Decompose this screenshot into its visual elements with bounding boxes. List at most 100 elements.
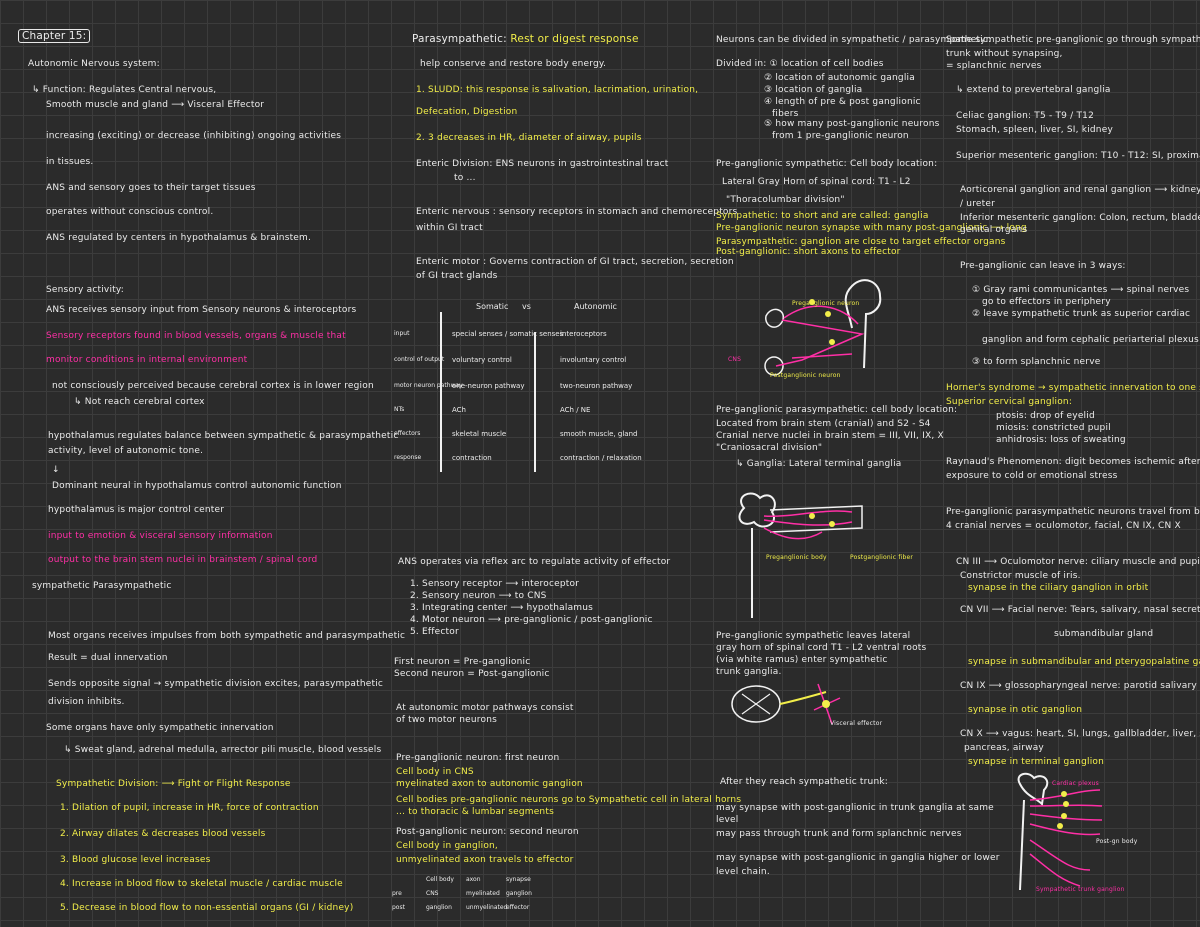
text-line: Sends opposite signal → sympathetic divi… bbox=[48, 679, 384, 689]
text-line: may pass through trunk and form splanchn… bbox=[716, 829, 962, 839]
table-cell: smooth muscle, gland bbox=[560, 430, 638, 438]
text-line: / ureter bbox=[960, 199, 996, 209]
text-line: ... to thoracic & lumbar segments bbox=[396, 807, 554, 817]
text-line: Pre-ganglionic parasympathetic: cell bod… bbox=[716, 405, 958, 415]
text-line: may synapse with post-ganglionic in trun… bbox=[716, 803, 994, 813]
table-header: vs bbox=[522, 302, 531, 311]
table-cell: one-neuron pathway bbox=[452, 382, 525, 390]
text-line: Cranial nerve nuclei in brain stem = III… bbox=[716, 431, 944, 441]
text-line: 3. Integrating center ⟶ hypothalamus bbox=[410, 603, 594, 613]
text-line: Autonomic Nervous system: bbox=[28, 59, 160, 69]
text-line: CN X ⟶ vagus: heart, SI, lungs, gallblad… bbox=[960, 729, 1200, 739]
text-line: Lateral Gray Horn of spinal cord: T1 - L… bbox=[722, 177, 911, 187]
table-cell: interoceptors bbox=[560, 330, 607, 338]
spinal-cord-diagram-2 bbox=[738, 492, 863, 618]
text-line: miosis: constricted pupil bbox=[996, 423, 1111, 433]
text-line: fibers bbox=[772, 109, 799, 119]
text-line: ② location of autonomic ganglia bbox=[764, 73, 915, 83]
text-line: Celiac ganglion: T5 - T9 / T12 bbox=[956, 111, 1095, 121]
text-line: 5. Decrease in blood flow to non-essenti… bbox=[60, 903, 354, 913]
table-cell: ACh / NE bbox=[560, 406, 591, 414]
text-line: Stomach, spleen, liver, SI, kidney bbox=[956, 125, 1113, 135]
text-line: hypothalamus is major control center bbox=[48, 505, 225, 515]
text-line: synapse in terminal ganglion bbox=[968, 757, 1105, 767]
text-line: Horner's syndrome → sympathetic innervat… bbox=[946, 383, 1200, 393]
text-line: ↳ extend to prevertebral ganglia bbox=[956, 85, 1111, 95]
text-line: trunk without synapsing, bbox=[946, 49, 1063, 59]
table-header: Cell body bbox=[426, 876, 454, 883]
table-header: Autonomic bbox=[574, 302, 617, 311]
text-line: anhidrosis: loss of sweating bbox=[996, 435, 1126, 445]
text-line: 4 cranial nerves = oculomotor, facial, C… bbox=[946, 521, 1181, 531]
text-line: go to effectors in periphery bbox=[982, 297, 1111, 307]
text-line: Constrictor muscle of iris. bbox=[960, 571, 1081, 581]
text-line: Dominant neural in hypothalamus control … bbox=[52, 481, 342, 491]
table-cell: CNS bbox=[426, 890, 439, 897]
text-line: 2. 3 decreases in HR, diameter of airway… bbox=[416, 133, 642, 143]
text-line: output to the brain stem nuclei in brain… bbox=[48, 555, 318, 565]
table-row-label: motor neuron pathway bbox=[394, 382, 463, 389]
text-line: level chain. bbox=[716, 867, 770, 877]
table-cell: myelinated bbox=[466, 890, 500, 897]
text-line: increasing (exciting) or decrease (inhib… bbox=[46, 131, 342, 141]
text-line: Pre-ganglionic parasympathetic neurons t… bbox=[946, 507, 1200, 517]
text-line: exposure to cold or emotional stress bbox=[946, 471, 1118, 481]
column-3: Neurons can be divided in sympathetic / … bbox=[716, 0, 1027, 927]
text-line: sympathetic Parasympathetic bbox=[32, 581, 172, 591]
table-cell: involuntary control bbox=[560, 356, 627, 364]
text-line: Smooth muscle and gland ⟶ Visceral Effec… bbox=[46, 100, 265, 110]
text-line: Raynaud's Phenomenon: digit becomes isch… bbox=[946, 457, 1200, 467]
text-line: ↓ bbox=[52, 465, 60, 475]
diagram-label-trunk: Sympathetic trunk ganglion bbox=[1036, 886, 1125, 893]
diagram-label-effector: Visceral effector bbox=[830, 720, 883, 727]
text-line: Cell bodies pre-ganglionic neurons go to… bbox=[396, 795, 742, 805]
text-line: Second neuron = Post-ganglionic bbox=[394, 669, 550, 679]
text-line: ↳ Function: Regulates Central nervous, bbox=[32, 85, 217, 95]
text-line: gray horn of spinal cord T1 - L2 ventral… bbox=[716, 643, 927, 653]
text-line: Pre-ganglionic can leave in 3 ways: bbox=[960, 261, 1126, 271]
table-cell: skeletal muscle bbox=[452, 430, 507, 438]
text-line: 1. Sensory receptor ⟶ interoceptor bbox=[410, 579, 580, 589]
text-line: Post-ganglionic neuron: second neuron bbox=[396, 827, 579, 837]
diagram-label-post-body: Post-gn body bbox=[1096, 838, 1138, 845]
text-line: 2. Airway dilates & decreases blood vess… bbox=[60, 829, 266, 839]
text-line: of GI tract glands bbox=[416, 271, 498, 281]
ganglion-diagram bbox=[731, 683, 841, 725]
text-line: ④ length of pre & post ganglionic bbox=[764, 97, 921, 107]
diagram-label-pre-body: Preganglionic body bbox=[766, 554, 827, 561]
diagram-label-plexus: Cardiac plexus bbox=[1052, 780, 1099, 787]
text-line: First neuron = Pre-ganglionic bbox=[394, 657, 531, 667]
text-line: ⑤ how many post-ganglionic neurons bbox=[764, 119, 940, 129]
text-line: Post-ganglionic: short axons to effector bbox=[716, 247, 901, 257]
column-2: Parasympathetic: Rest or digest response… bbox=[392, 0, 741, 927]
text-line: Neurons can be divided in sympathetic / … bbox=[716, 35, 992, 45]
table-divider bbox=[440, 312, 442, 472]
text-line: synapse in otic ganglion bbox=[968, 705, 1083, 715]
chapter-title: Chapter 15: bbox=[18, 29, 91, 43]
text-line: ptosis: drop of eyelid bbox=[996, 411, 1095, 421]
table-cell: ACh bbox=[452, 406, 466, 414]
text-line: 3. Blood glucose level increases bbox=[60, 855, 211, 865]
text-line: operates without conscious control. bbox=[46, 207, 214, 217]
text-line: ↳ Ganglia: Lateral terminal ganglia bbox=[736, 459, 902, 469]
text-line: from 1 pre-ganglionic neuron bbox=[772, 131, 909, 141]
table-divider bbox=[534, 332, 536, 472]
text-line: ① Gray rami communicantes ⟶ spinal nerve… bbox=[972, 285, 1190, 295]
text-line: 4. Increase in blood flow to skeletal mu… bbox=[60, 879, 343, 889]
text-line: Enteric Division: ENS neurons in gastroi… bbox=[416, 159, 669, 169]
text-line: Inferior mesenteric ganglion: Colon, rec… bbox=[960, 213, 1200, 223]
table-cell: two-neuron pathway bbox=[560, 382, 633, 390]
table-row-label: effectors bbox=[394, 430, 421, 437]
text-line: Sympathetic: to short and are called: ga… bbox=[716, 211, 929, 221]
text-line: 1. SLUDD: this response is salivation, l… bbox=[416, 85, 699, 95]
text-line: may synapse with post-ganglionic in gang… bbox=[716, 853, 1000, 863]
column-4: Some sympathetic pre-ganglionic go throu… bbox=[946, 0, 1200, 927]
text-line: monitor conditions in internal environme… bbox=[46, 355, 248, 365]
text-line: CN III ⟶ Oculomotor nerve: ciliary muscl… bbox=[956, 557, 1200, 567]
text-line: 5. Effector bbox=[410, 627, 459, 637]
table-cell: contraction bbox=[452, 454, 492, 462]
text-line: unmyelinated axon travels to effector bbox=[396, 855, 574, 865]
text-line: = splanchnic nerves bbox=[946, 61, 1042, 71]
text-line: ANS operates via reflex arc to regulate … bbox=[398, 557, 671, 567]
